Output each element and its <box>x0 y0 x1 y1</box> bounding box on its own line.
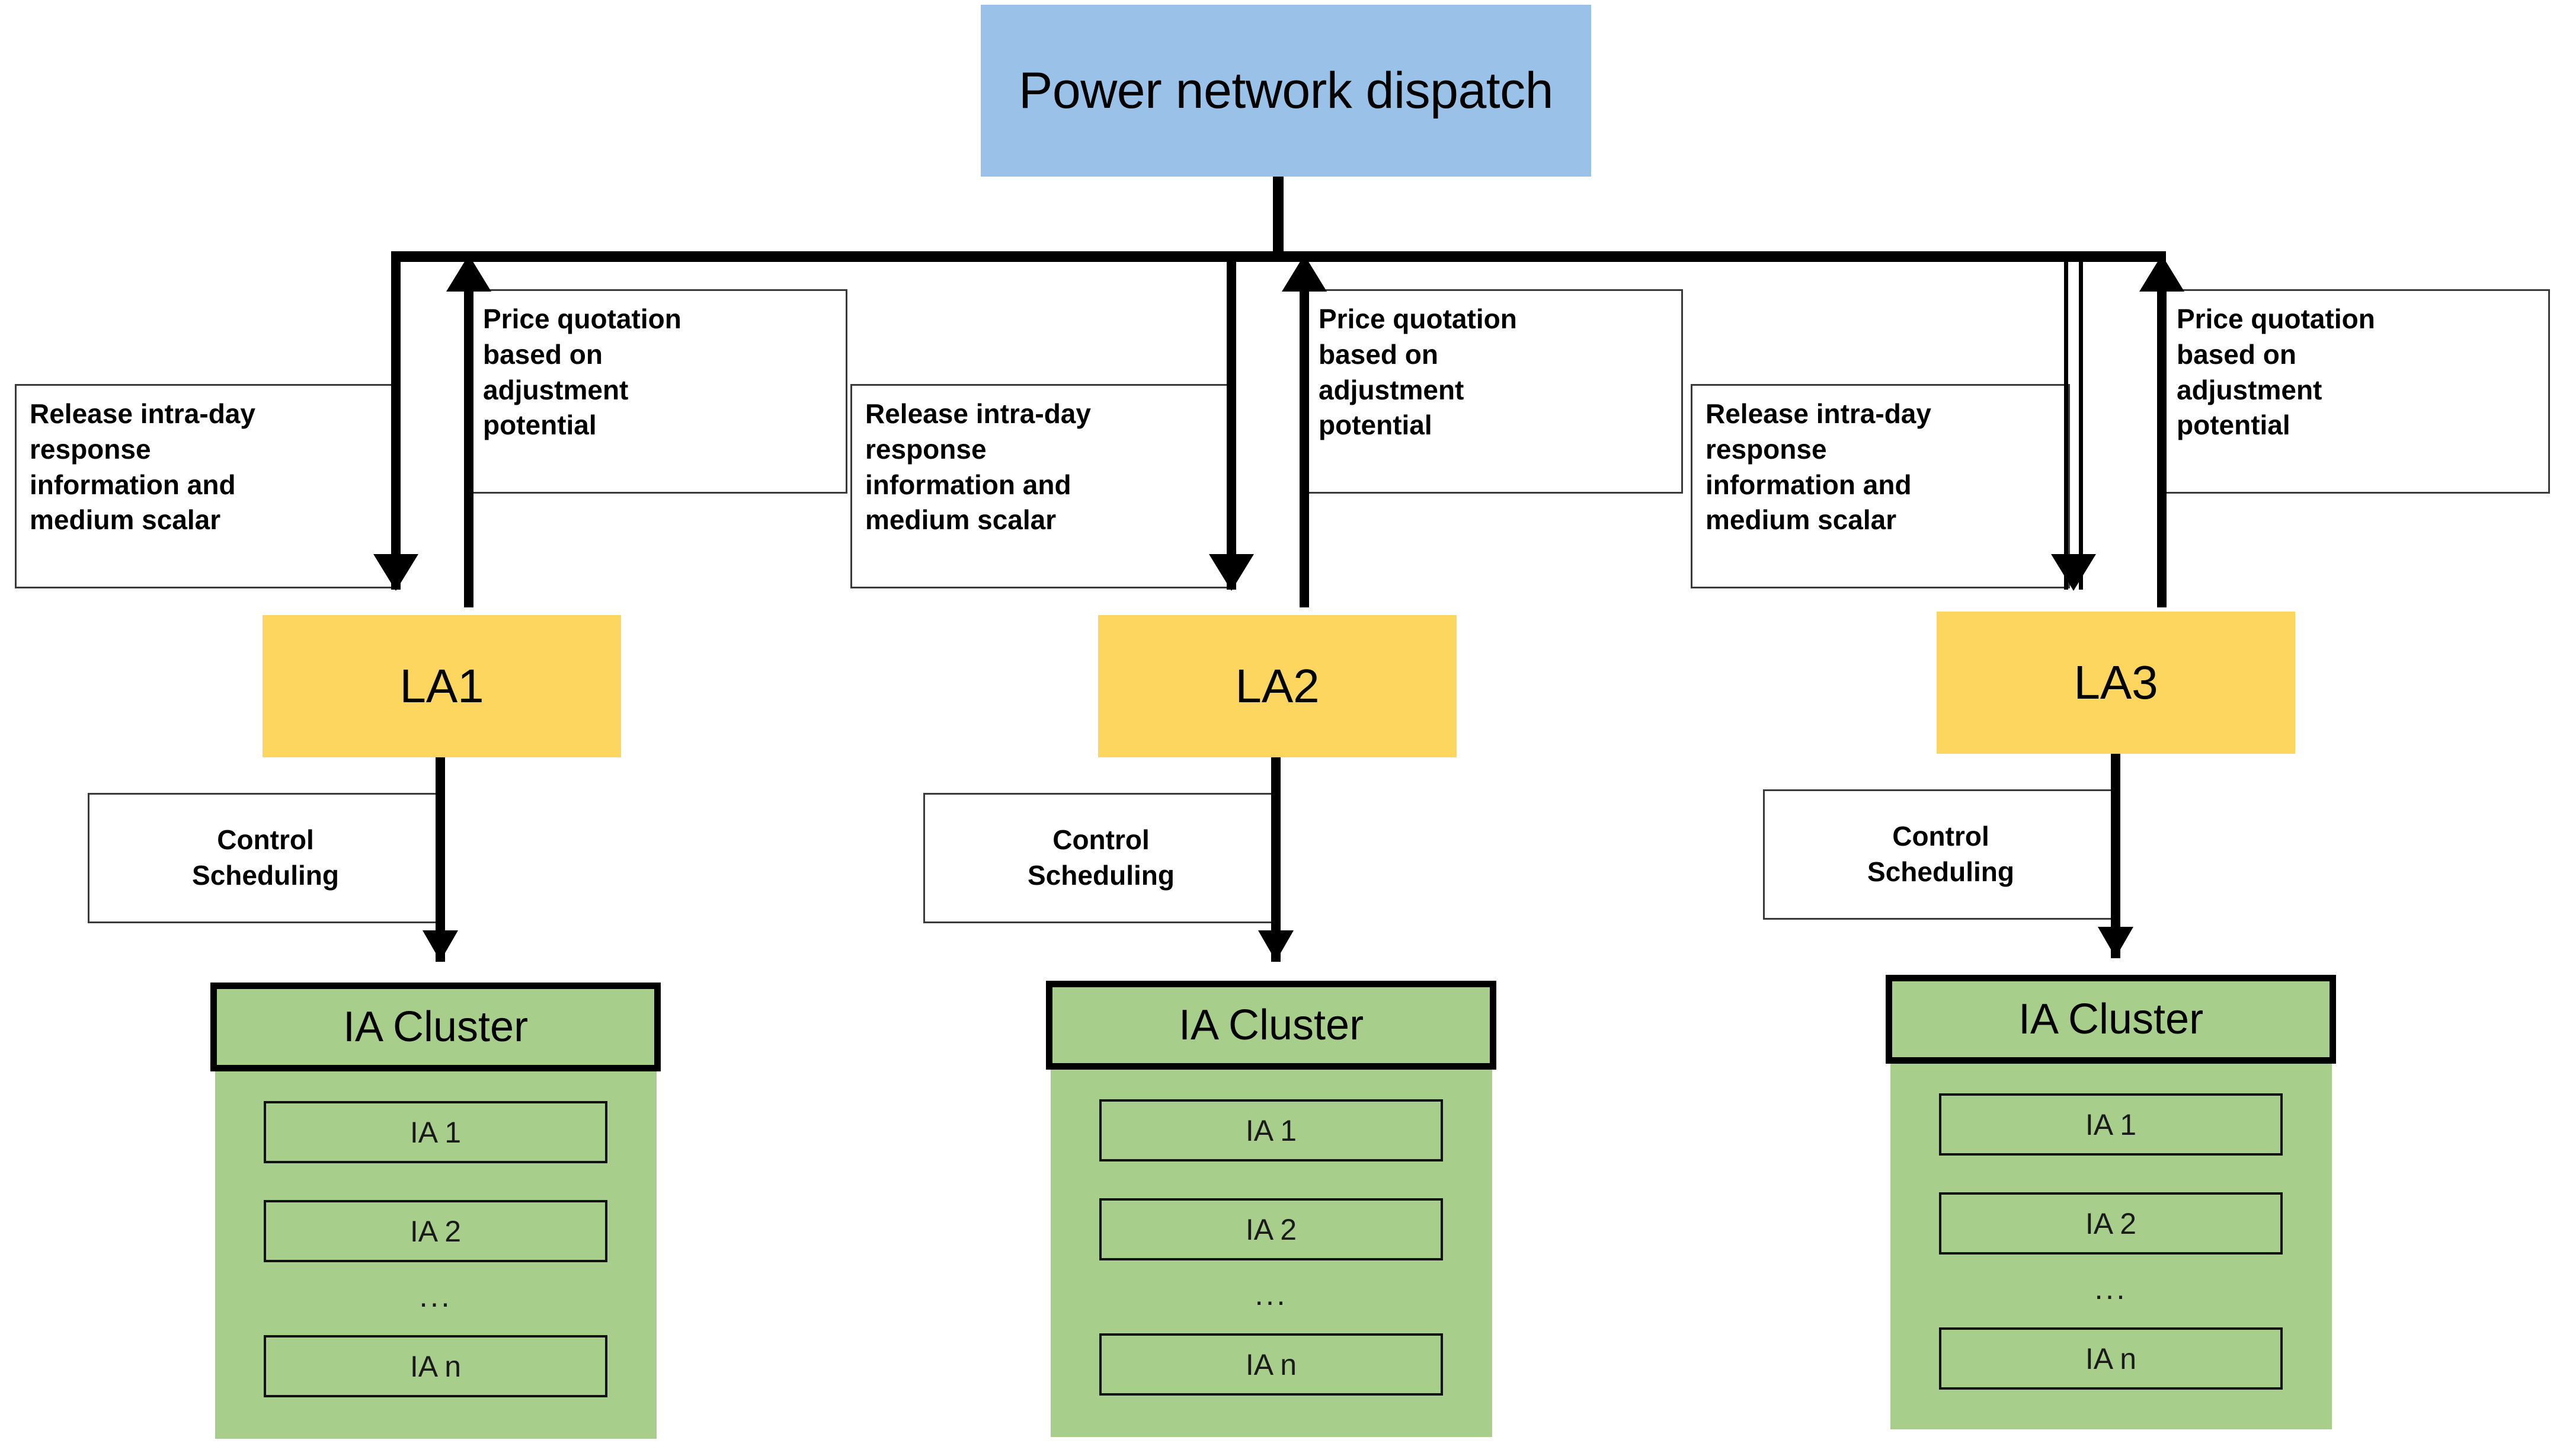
col2-uplink-note: Price quotation based on adjustment pote… <box>1304 289 1683 494</box>
col1-downlink-line <box>391 255 401 590</box>
local-agent-la1[interactable]: LA1 <box>263 615 621 757</box>
col2-downlink-line <box>1227 255 1236 590</box>
col3-ia-agent-2[interactable]: IA 2 <box>1939 1192 2283 1255</box>
col1-ia-agent-2[interactable]: IA 2 <box>264 1200 607 1262</box>
col1-uplink-line <box>464 279 473 607</box>
distribution-bus-line <box>391 251 2166 262</box>
col3-ia-agent-1[interactable]: IA 1 <box>1939 1093 2283 1156</box>
col2-ia-agent-2[interactable]: IA 2 <box>1099 1198 1443 1260</box>
col3-uplink-line <box>2157 279 2167 607</box>
col3-control-note: Control Scheduling <box>1763 789 2119 920</box>
col3-downlink-arrowhead <box>2051 554 2096 591</box>
root-to-bus-connector <box>1273 177 1284 254</box>
col3-ia-cluster-header[interactable]: IA Cluster <box>1886 975 2336 1064</box>
col1-uplink-note: Price quotation based on adjustment pote… <box>468 289 847 494</box>
col2-control-note: Control Scheduling <box>923 793 1279 923</box>
local-agent-la3[interactable]: LA3 <box>1937 612 2295 754</box>
col2-ia-agent-1[interactable]: IA 1 <box>1099 1099 1443 1161</box>
col1-control-line <box>436 757 445 962</box>
col2-ia-agent-ellipsis: ... <box>1255 1278 1288 1312</box>
col1-ia-agent-ellipsis: ... <box>419 1279 452 1314</box>
col1-downlink-note: Release intra-day response information a… <box>15 384 394 588</box>
col1-ia-cluster-header[interactable]: IA Cluster <box>210 983 661 1071</box>
col3-downlink-note: Release intra-day response information a… <box>1691 384 2070 588</box>
col2-ia-agent-n[interactable]: IA n <box>1099 1333 1443 1396</box>
power-network-dispatch-node[interactable]: Power network dispatch <box>981 5 1591 177</box>
local-agent-la2[interactable]: LA2 <box>1098 615 1457 757</box>
col3-downlink-line-right <box>2079 255 2083 590</box>
col3-uplink-arrowhead <box>2139 255 2184 292</box>
col3-control-arrowhead <box>2098 927 2133 958</box>
col2-uplink-arrowhead <box>1282 255 1327 292</box>
col1-control-arrowhead <box>423 930 458 961</box>
col3-ia-agent-ellipsis: ... <box>2094 1272 2127 1306</box>
col2-downlink-note: Release intra-day response information a… <box>850 384 1230 588</box>
col2-control-arrowhead <box>1258 930 1294 961</box>
col1-uplink-arrowhead <box>446 255 491 292</box>
col3-uplink-note: Price quotation based on adjustment pote… <box>2162 289 2550 494</box>
col1-ia-agent-1[interactable]: IA 1 <box>264 1101 607 1163</box>
col1-downlink-arrowhead <box>373 554 418 591</box>
col3-ia-agent-n[interactable]: IA n <box>1939 1327 2283 1390</box>
col3-control-line <box>2111 754 2120 958</box>
col2-downlink-arrowhead <box>1209 554 1254 591</box>
col3-downlink-line-left <box>2064 255 2068 590</box>
col2-control-line <box>1271 757 1281 962</box>
col2-ia-cluster-header[interactable]: IA Cluster <box>1046 981 1496 1070</box>
col2-uplink-line <box>1300 279 1309 607</box>
col1-control-note: Control Scheduling <box>88 793 443 923</box>
col1-ia-agent-n[interactable]: IA n <box>264 1335 607 1397</box>
